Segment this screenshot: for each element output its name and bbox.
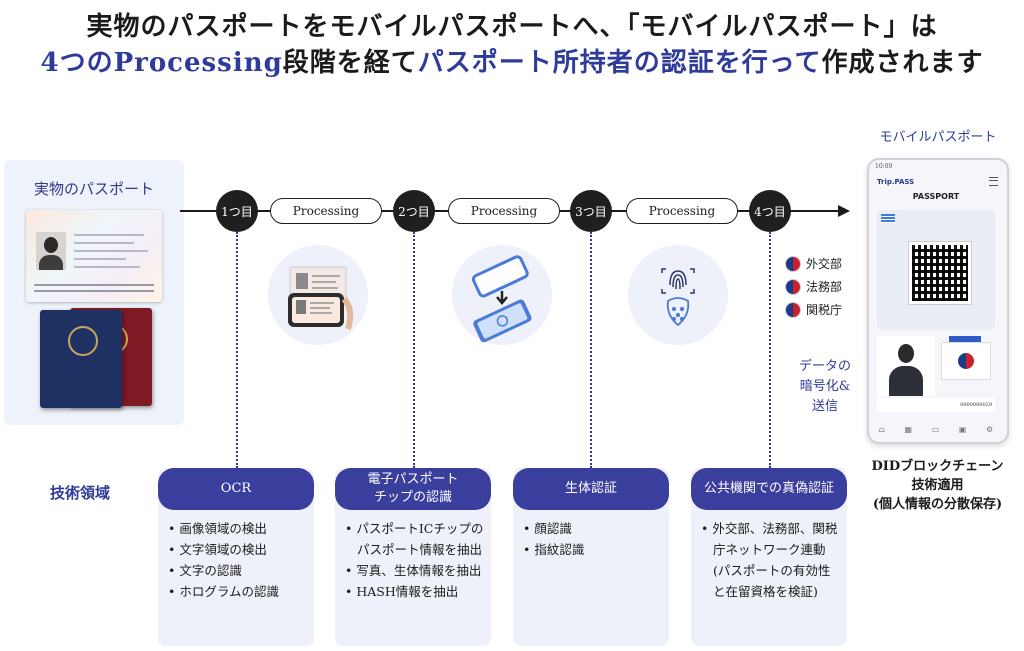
processing-pill-2: Processing <box>448 198 560 224</box>
step-3-connector <box>590 232 592 468</box>
processing-pill-3: Processing <box>626 198 738 224</box>
tech-item: と在留資格を検証) <box>713 584 818 599</box>
tech-area-label: 技術領域 <box>50 484 111 502</box>
tech-item: 指紋認識 <box>523 539 584 560</box>
header-text-stages: 段階を経て <box>282 48 418 78</box>
header-line-1: 実物のパスポートをモバイルパスポートへ、「モバイルパスポート」は <box>86 12 938 42</box>
step-3-marker: 3つ目 <box>570 190 612 232</box>
flag-icon <box>881 214 895 223</box>
tech-box-title: 電子パスポート チップの認識 <box>335 468 491 510</box>
tech-box-title: 公共機関での真偽認証 <box>691 468 847 510</box>
qr-code-icon <box>908 241 972 305</box>
agency-item: 関税庁 <box>785 301 842 318</box>
tech-item: ホログラムの認識 <box>168 581 279 602</box>
phone-passport-heading: PASSPORT <box>912 192 960 201</box>
agency-item: 法務部 <box>785 278 842 295</box>
did-blockchain-note: DIDブロックチェーン 技術適用 (個人情報の分散保存) <box>855 457 1020 514</box>
card-icon: ▭ <box>931 424 940 434</box>
agency-label: 外交部 <box>806 257 843 271</box>
korea-flag-icon <box>785 278 801 295</box>
encryption-line: 暗号化& <box>799 379 851 394</box>
step-1-marker: 1つ目 <box>216 190 258 232</box>
did-line: (個人情報の分散保存) <box>872 497 1003 512</box>
mobile-passport-phone: 10:09 Trip.PASS PASSPORT 0000000029 ⌂ ▦ … <box>867 158 1009 444</box>
korea-flag-image <box>941 342 991 380</box>
timeline-arrowhead <box>838 205 850 217</box>
did-line: DIDブロックチェーン <box>871 459 1004 474</box>
tech-box-chip: 電子パスポート チップの認識 パスポートICチップの パスポート情報を抽出 写真… <box>335 468 491 646</box>
header-highlight-processing: 4つのProcessing <box>40 48 283 78</box>
tech-item: パスポートICチップの <box>345 518 483 539</box>
tech-item: 文字領域の検出 <box>168 539 279 560</box>
home-icon: ⌂ <box>878 424 885 434</box>
phone-blue-tag <box>949 336 981 342</box>
tech-item: 顔認識 <box>523 518 584 539</box>
tech-item: パスポート情報を抽出 <box>357 542 483 557</box>
tech-box-ocr: OCR 画像領域の検出 文字領域の検出 文字の認識 ホログラムの認識 <box>158 468 314 646</box>
biometric-illustration <box>628 245 728 345</box>
processing-pill-1: Processing <box>270 198 382 224</box>
step-4-connector <box>769 232 771 468</box>
tech-box-public-auth: 公共機関での真偽認証 外交部、法務部、関税 庁ネットワーク連動 (パスポートの有… <box>691 468 847 646</box>
tech-item: HASH情報を抽出 <box>345 581 483 602</box>
phone-number-row: 0000000029 <box>877 398 995 412</box>
bus-icon: ▣ <box>958 424 967 434</box>
did-line: 技術適用 <box>911 478 964 493</box>
menu-icon <box>989 177 998 186</box>
mobile-passport-title: モバイルパスポート <box>879 130 997 145</box>
phone-scan-icon <box>288 266 354 330</box>
header-highlight-auth: パスポート所持者の認証を行って <box>417 48 822 78</box>
phone-nav-bar: ⌂ ▦ ▭ ▣ ⚙ <box>869 418 1003 440</box>
passport-data-page-image <box>26 210 162 302</box>
nfc-phone-icon <box>471 255 532 343</box>
agency-label: 法務部 <box>806 280 843 294</box>
agency-label: 関税庁 <box>806 303 843 317</box>
encryption-line: 送信 <box>811 399 838 414</box>
encryption-note: データの 暗号化& 送信 <box>790 357 860 417</box>
step-1-connector <box>236 232 238 468</box>
tech-box-biometric: 生体認証 顔認識 指紋認識 <box>513 468 669 646</box>
passport-icon: ▦ <box>904 424 913 434</box>
physical-passport-title: 実物のパスポート <box>33 180 154 198</box>
tech-item: 画像領域の検出 <box>168 518 279 539</box>
encryption-line: データの <box>798 359 851 374</box>
tech-box-title: 生体認証 <box>513 468 669 510</box>
phone-qr-card <box>877 210 995 330</box>
phone-status-time: 10:09 <box>875 163 893 170</box>
ocr-scan-illustration <box>268 245 368 345</box>
tech-item: 写真、生体情報を抽出 <box>345 560 483 581</box>
korea-flag-icon <box>785 301 801 318</box>
tech-item: (パスポートの有効性 <box>713 563 831 578</box>
nfc-chip-illustration <box>452 245 552 345</box>
tech-box-title: OCR <box>158 468 314 510</box>
step-2-marker: 2つ目 <box>393 190 435 232</box>
phone-number-value: 0000000029 <box>960 402 992 408</box>
settings-icon: ⚙ <box>985 424 994 434</box>
tech-item: 文字の認識 <box>168 560 279 581</box>
phone-holder-photo <box>877 336 935 396</box>
step-2-connector <box>413 232 415 468</box>
header-line-2: 4つのProcessing段階を経てパスポート所持者の認証を行って作成されます <box>0 42 1024 79</box>
fingerprint-face-icon <box>661 268 695 327</box>
agency-item: 外交部 <box>785 255 842 272</box>
tech-item: 外交部、法務部、関税 <box>701 518 837 539</box>
korea-flag-icon <box>785 255 801 272</box>
header-text-created: 作成されます <box>821 48 984 78</box>
phone-app-name: Trip.PASS <box>877 178 915 186</box>
passport-book-blue-image <box>40 310 122 408</box>
physical-passport-panel: 実物のパスポート <box>4 160 184 425</box>
tech-item: 庁ネットワーク連動 <box>713 542 826 557</box>
step-4-marker: 4つ目 <box>749 190 791 232</box>
